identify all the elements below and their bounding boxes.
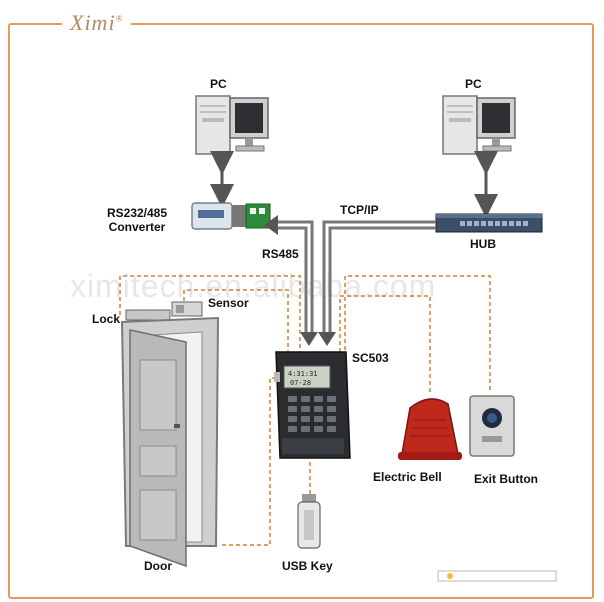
usb-key	[297, 494, 321, 549]
converter-device	[191, 202, 271, 230]
controller-screen-line1: 4:31:31	[288, 370, 318, 378]
label-exit-button: Exit Button	[474, 472, 538, 486]
rs485-link	[272, 220, 314, 336]
label-usb-key: USB Key	[282, 559, 333, 573]
label-electric-bell: Electric Bell	[373, 470, 442, 484]
lock-sensor	[125, 301, 203, 321]
label-hub: HUB	[470, 237, 496, 251]
hub-device	[435, 213, 543, 233]
label-rs485: RS485	[262, 247, 299, 261]
label-door: Door	[144, 559, 172, 573]
pc-right	[442, 95, 516, 155]
pc-left	[195, 95, 269, 155]
label-converter: RS232/485 Converter	[106, 206, 168, 234]
tcpip-link	[322, 220, 436, 336]
sc503-controller	[274, 351, 351, 459]
electric-bell	[398, 398, 462, 460]
label-lock: Lock	[92, 312, 121, 326]
door-illustration	[120, 316, 220, 568]
diagram-frame	[8, 23, 594, 599]
label-tcpip: TCP/IP	[340, 203, 379, 217]
brand-logo: Ximi®	[62, 10, 132, 36]
exit-button-device	[469, 395, 515, 457]
label-pc-right: PC	[465, 77, 482, 91]
controller-screen-line2: 07-28	[290, 379, 311, 387]
watermark-text: ximitech.en.alibaba.com	[70, 268, 437, 304]
brand-name: Ximi	[70, 10, 116, 35]
corner-decor	[437, 570, 557, 582]
label-sensor: Sensor	[208, 296, 249, 310]
label-pc-left: PC	[210, 77, 227, 91]
label-sc503: SC503	[352, 351, 389, 365]
dashed-wiring	[119, 275, 491, 546]
registered-mark: ®	[115, 13, 124, 24]
